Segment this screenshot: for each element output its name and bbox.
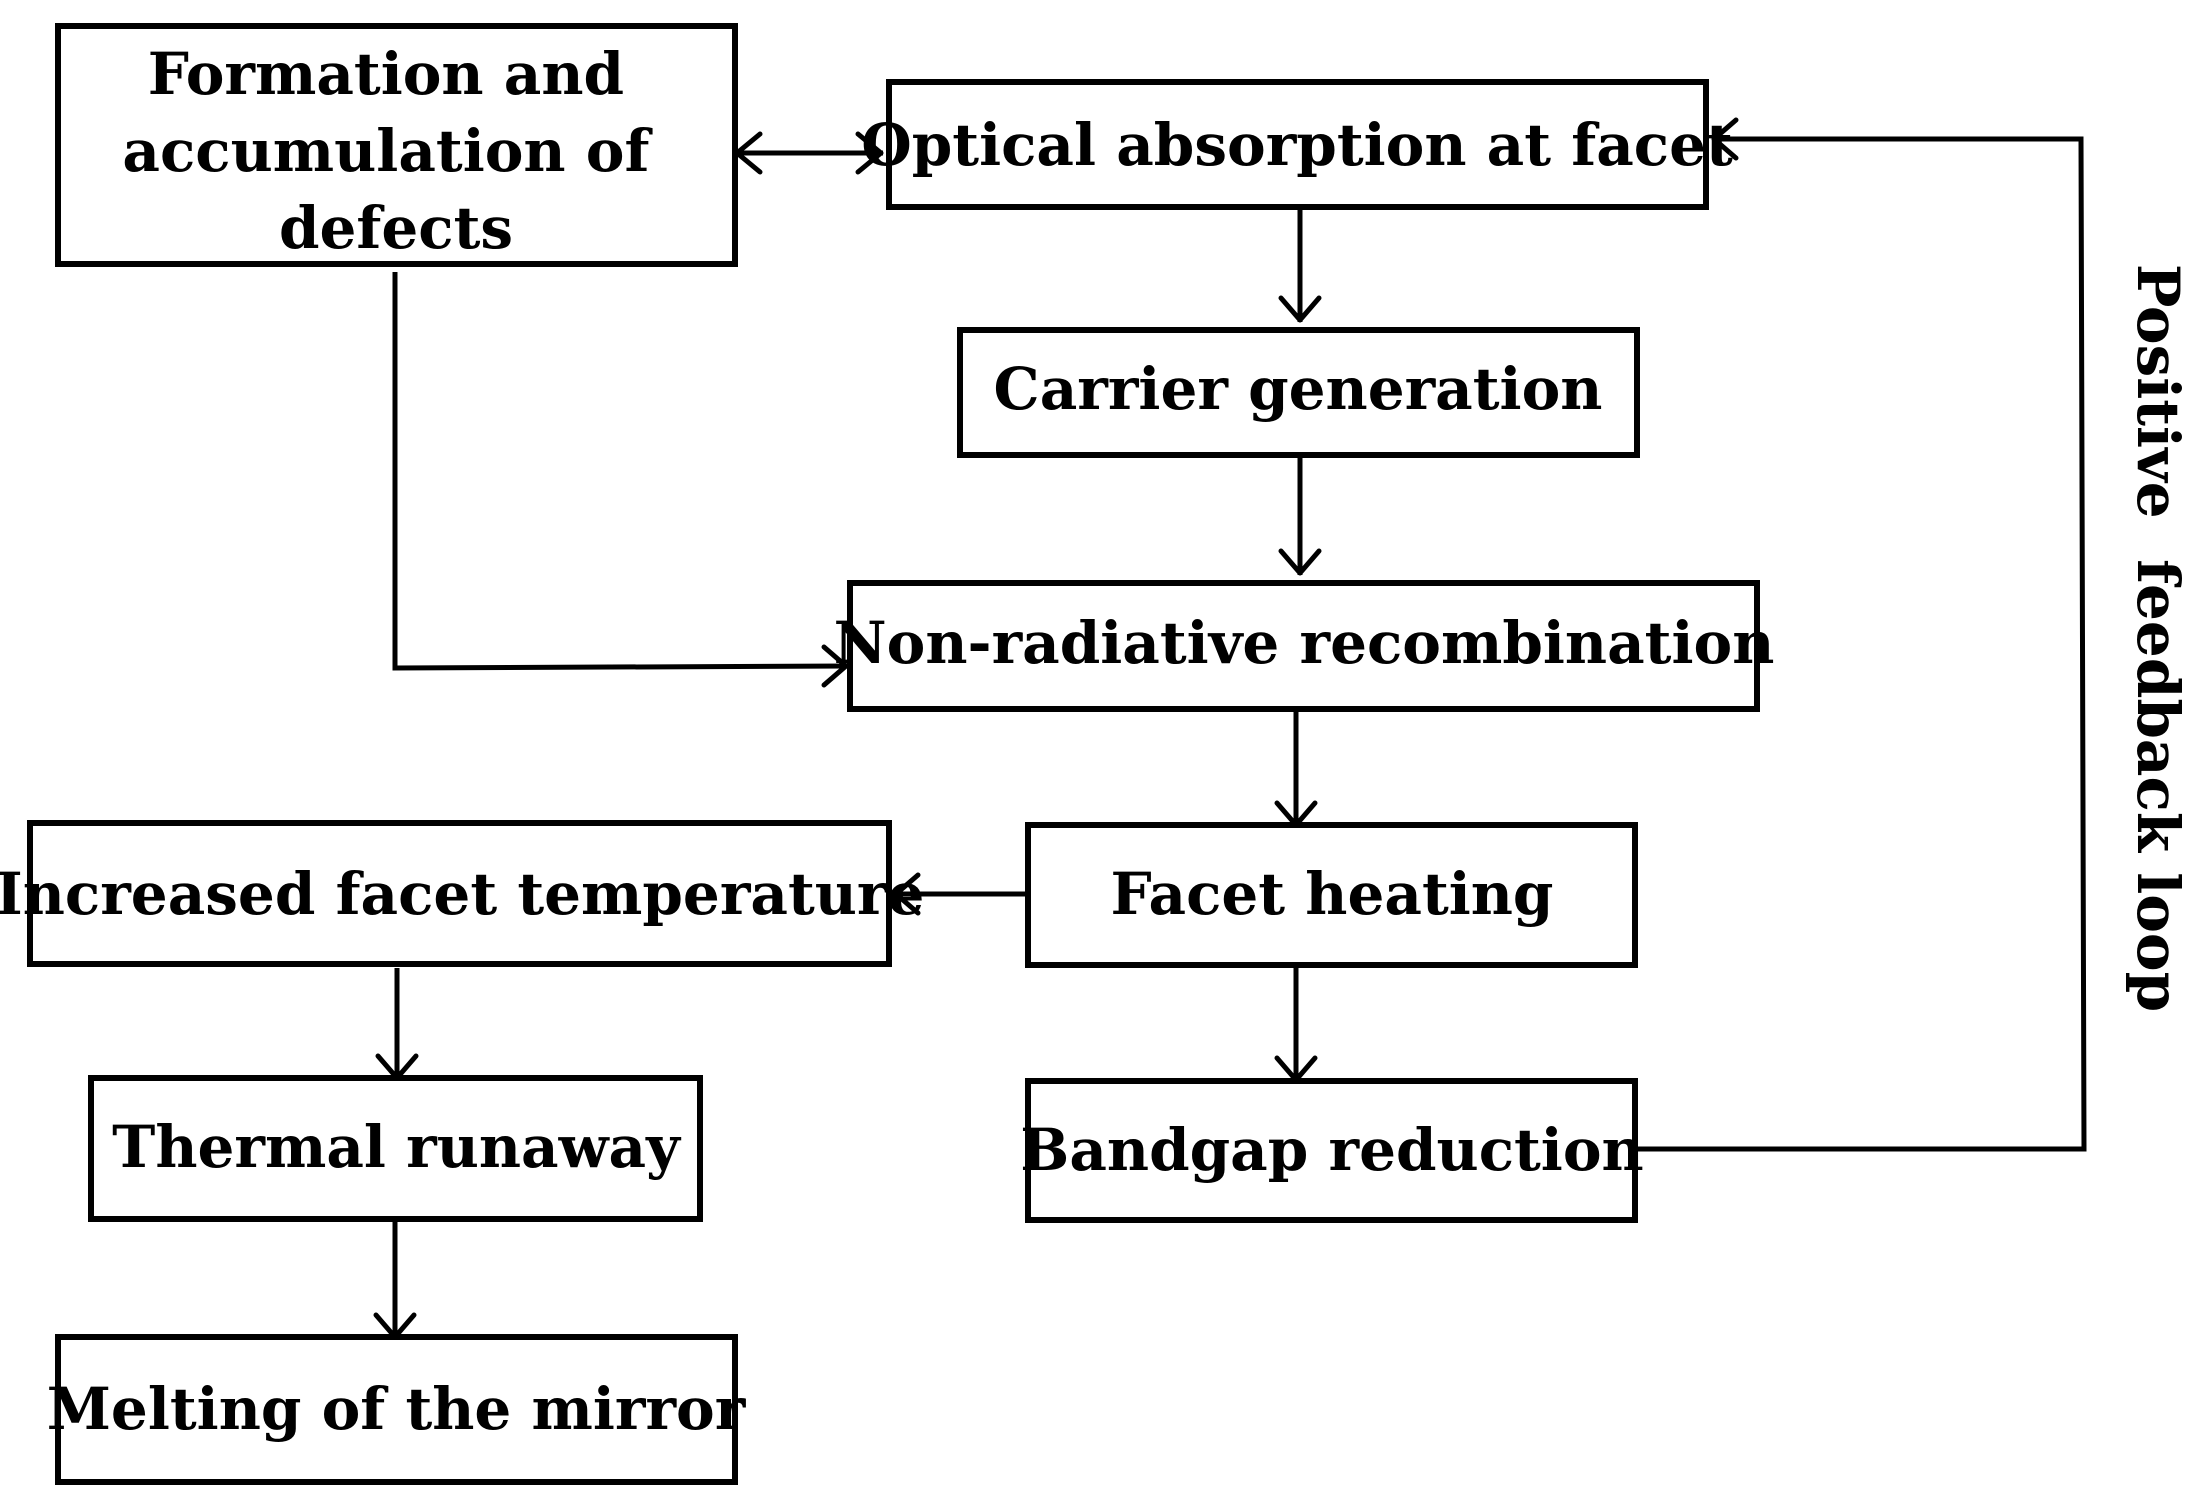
node-facet-heating: Facet heating [1025,822,1638,968]
node-thermal-runaway: Thermal runaway [88,1075,703,1222]
arrowhead-right [855,131,884,175]
connector-defects-nonradiative [392,272,849,671]
node-thermal-runaway-label: Thermal runaway [112,1113,682,1181]
feedback-loop-label: Positive feedback loop [2124,264,2192,1012]
node-defects: Formation and accumulation of defects [55,23,738,267]
node-optical-absorption-label: Optical absorption at facet [861,111,1733,179]
node-facet-heating-label: Facet heating [1111,860,1554,928]
arrowhead-down [1278,548,1322,576]
node-bandgap-reduction: Bandgap reduction [1020,1078,1644,1223]
node-non-radiative-label: Non-radiative recombination [834,609,1775,677]
connectors [373,117,2087,1340]
node-non-radiative: Non-radiative recombination [834,580,1775,712]
node-optical-absorption: Optical absorption at facet [861,79,1733,210]
arrowhead-left [1711,117,1739,161]
node-increased-temperature-label: Increased facet temperature [0,860,924,928]
arrowhead-left [893,872,921,916]
node-increased-temperature: Increased facet temperature [0,820,924,967]
arrowhead-down [1278,295,1322,323]
node-bandgap-reduction-label: Bandgap reduction [1020,1116,1643,1184]
node-defects-line-2: accumulation of [122,117,653,185]
arrowhead-right [821,644,849,688]
feedback-loop-connector [1638,136,2087,1152]
node-defects-line-3: defects [279,194,513,262]
node-melting: Melting of the mirror [47,1334,747,1485]
node-defects-line-1: Formation and [148,40,624,108]
node-carrier-generation: Carrier generation [957,327,1640,458]
svg-text:Formation and accumulati: Formation and accumulation of defects [122,40,669,262]
node-melting-label: Melting of the mirror [47,1375,747,1443]
node-carrier-generation-label: Carrier generation [994,355,1603,423]
